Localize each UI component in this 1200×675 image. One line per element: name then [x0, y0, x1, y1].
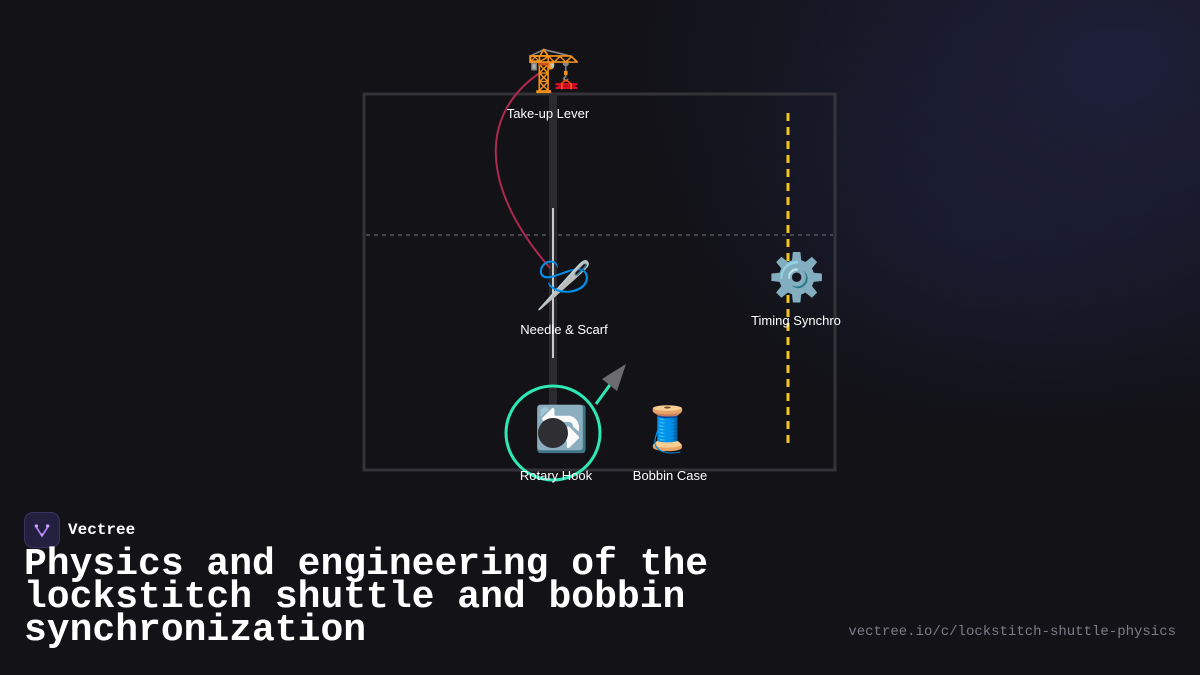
take-up-lever-label: Take-up Lever	[506, 106, 590, 121]
page-title: Physics and engineering of the lockstitc…	[24, 543, 709, 652]
rotary-hook-label: Rotary Hook	[519, 468, 593, 483]
sewing-needle-icon: 🪡	[535, 258, 593, 312]
vectree-logo-icon	[24, 512, 60, 548]
gear-icon: ⚙️	[768, 250, 826, 304]
brand[interactable]: Vectree	[24, 512, 135, 548]
rotary-hook-hub	[538, 418, 568, 448]
rotation-arrow-line	[594, 381, 614, 405]
source-url[interactable]: vectree.io/c/lockstitch-shuttle-physics	[848, 624, 1176, 640]
bobbin-case-label: Bobbin Case	[632, 468, 708, 483]
thread-spool-icon: 🧵	[640, 404, 695, 455]
construction-crane-icon: 🏗️	[526, 44, 581, 95]
thread-path	[494, 71, 551, 269]
rotation-arrow-head	[602, 364, 626, 391]
machine-frame	[362, 92, 837, 472]
needle-scarf-label: Needle & Scarf	[520, 322, 608, 337]
timing-synchro-label: Timing Synchro	[751, 313, 841, 328]
brand-name: Vectree	[68, 521, 136, 539]
rotary-hook-ring	[504, 384, 602, 482]
